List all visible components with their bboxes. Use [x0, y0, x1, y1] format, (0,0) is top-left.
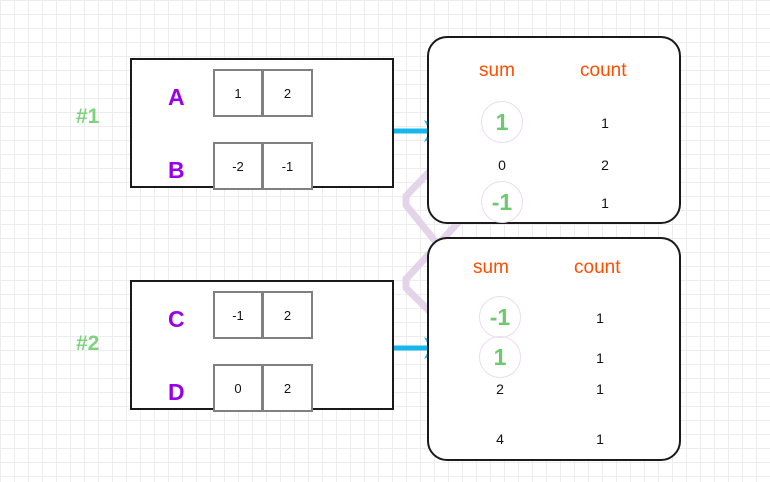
table-1-row-0-count: 1	[601, 115, 609, 131]
table-1-row-1-count: 2	[601, 157, 609, 173]
group-box-1: A 1 2 B -2 -1	[130, 58, 394, 190]
table-2-row-2-count: 1	[596, 381, 604, 397]
group-box-2: C -1 2 D 0 2	[130, 280, 394, 412]
cell-b-0: -2	[213, 142, 263, 190]
cell-b-1: -1	[263, 142, 313, 190]
cell-d-0: 0	[213, 364, 263, 412]
table-1-row-0-sum: 1	[474, 101, 530, 143]
row-cells-d: 0 2	[213, 364, 313, 412]
table-2-row-1-count: 1	[596, 350, 604, 366]
table-1-header-sum: sum	[479, 60, 515, 81]
highlight-circle-1-b: 1	[479, 336, 521, 378]
table-1-row-2-count: 1	[601, 195, 609, 211]
row-cells-b: -2 -1	[213, 142, 313, 190]
group-label-2: #2	[76, 332, 100, 355]
highlight-circle-minus-1-b: -1	[479, 296, 521, 338]
group-label-1: #1	[76, 105, 100, 128]
table-1-header-count: count	[580, 60, 627, 81]
row-letter-b: B	[168, 157, 185, 183]
row-cells-c: -1 2	[213, 291, 313, 339]
table-2-row-1-sum: 1	[472, 336, 528, 378]
row-cells-a: 1 2	[213, 69, 313, 117]
row-letter-a: A	[168, 84, 185, 110]
table-1-row-2-sum: -1	[474, 181, 530, 223]
result-table-2: sum count -1 1 1 1 2 1 4 1	[427, 237, 681, 461]
table-1-row-1-sum: 0	[498, 157, 506, 173]
table-2-row-0-sum: -1	[472, 296, 528, 338]
cell-d-1: 2	[263, 364, 313, 412]
row-letter-d: D	[168, 379, 185, 405]
row-letter-c: C	[168, 306, 185, 332]
highlight-circle-minus-1: -1	[481, 181, 523, 223]
table-2-row-3-count: 1	[596, 431, 604, 447]
table-2-row-2-sum: 2	[496, 381, 504, 397]
cell-c-0: -1	[213, 291, 263, 339]
table-2-header-count: count	[574, 257, 621, 278]
cell-c-1: 2	[263, 291, 313, 339]
table-2-row-0-count: 1	[596, 310, 604, 326]
table-2-header-sum: sum	[473, 257, 509, 278]
table-2-row-3-sum: 4	[496, 431, 504, 447]
result-table-1: sum count 1 1 0 2 -1 1	[427, 36, 681, 224]
cell-a-1: 2	[263, 69, 313, 117]
highlight-circle-1: 1	[481, 101, 523, 143]
cell-a-0: 1	[213, 69, 263, 117]
